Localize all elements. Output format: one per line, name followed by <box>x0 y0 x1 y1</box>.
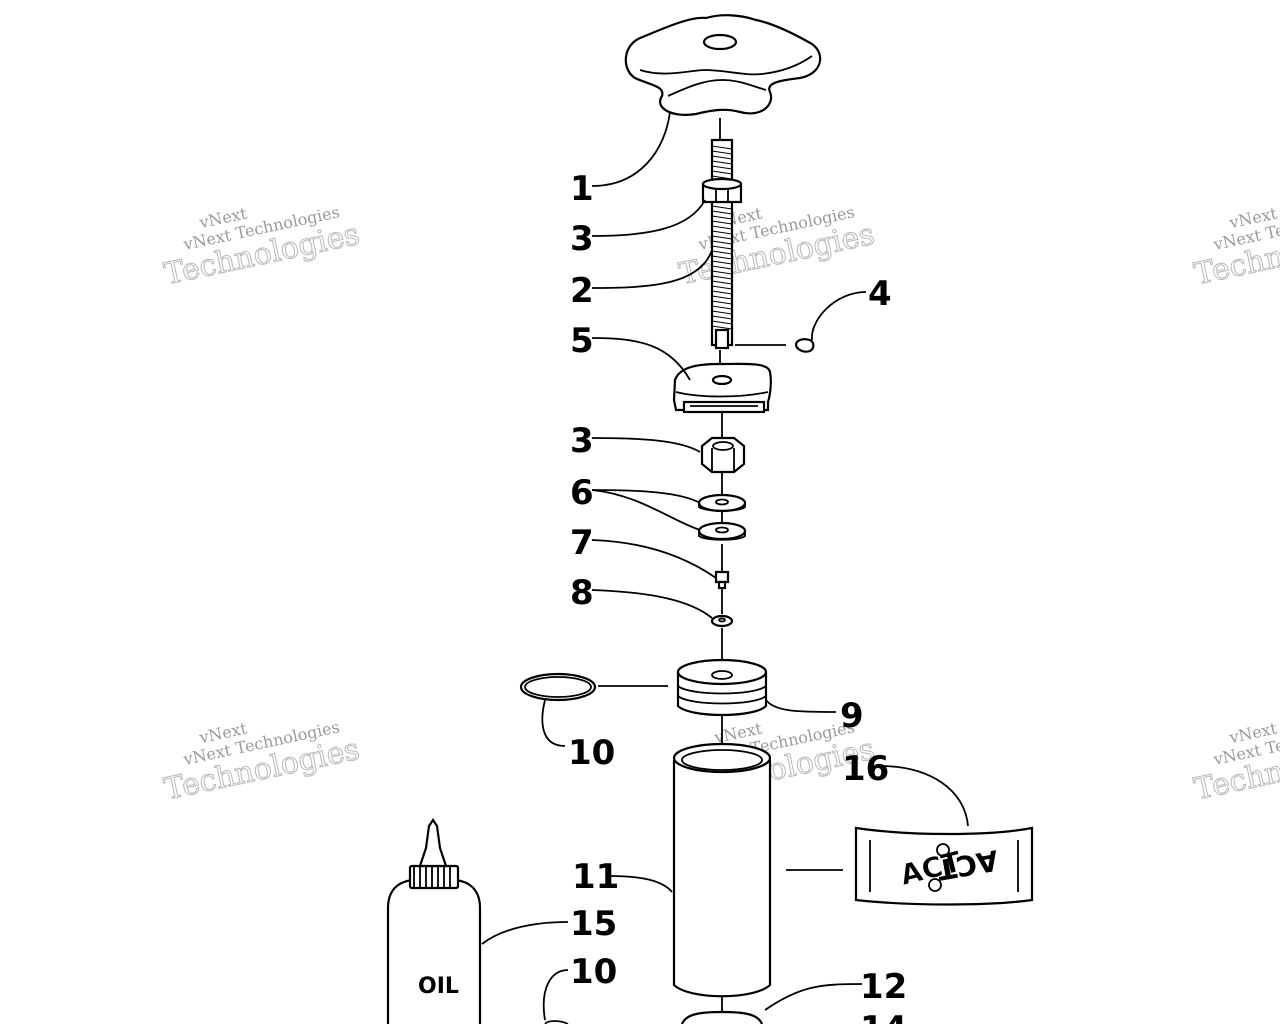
hex-nut-lower-part-3 <box>700 436 746 474</box>
callout-12: 12 <box>860 967 907 1007</box>
rod-thread-line <box>711 160 733 165</box>
callout-5: 5 <box>570 321 594 361</box>
decal-part-16: ACT ACT <box>854 826 1034 906</box>
knob-part-1 <box>624 14 822 116</box>
rod-thread-line <box>711 155 733 160</box>
o-ring-upper-part-10 <box>519 672 597 702</box>
washer-lower-part-6 <box>697 521 747 541</box>
cylinder-body-part-11 <box>672 742 772 998</box>
callout-10-upper: 10 <box>568 733 615 773</box>
oil-bottle-part-15: OIL <box>386 818 482 1024</box>
callout-9: 9 <box>840 696 864 736</box>
callout-14: 14 <box>860 1009 907 1024</box>
small-bolt-part-7 <box>714 570 730 590</box>
hex-nut-upper-part-3 <box>701 177 743 204</box>
callout-15: 15 <box>570 904 617 944</box>
rod-thread-line <box>711 220 733 225</box>
rod-thread-line <box>711 250 733 255</box>
rod-thread-line <box>711 305 733 310</box>
callout-2: 2 <box>570 271 594 311</box>
rod-thread-line <box>711 245 733 250</box>
callout-10-lower: 10 <box>570 952 617 992</box>
callout-16: 16 <box>842 749 889 789</box>
rod-thread-line <box>711 275 733 280</box>
callout-labels: 1 3 2 4 5 3 6 7 8 9 10 16 11 15 10 12 14 <box>568 169 907 1024</box>
rod-thread-line <box>711 230 733 235</box>
leader-lines <box>481 111 969 1021</box>
rod-thread-line <box>711 325 733 330</box>
oil-bottle-label: OIL <box>418 974 459 999</box>
rod-thread-line <box>711 295 733 300</box>
rod-thread-line <box>711 280 733 285</box>
rod-thread-line <box>711 210 733 215</box>
rod-thread-line <box>711 285 733 290</box>
seal-part-12 <box>680 1010 764 1024</box>
callout-6: 6 <box>570 473 594 513</box>
callout-11: 11 <box>572 857 619 897</box>
cap-part-5 <box>672 362 772 414</box>
rod-thread-line <box>711 315 733 320</box>
callout-7: 7 <box>570 523 594 563</box>
washer-upper-part-6 <box>697 493 747 513</box>
threaded-rod-part-2 <box>710 138 734 350</box>
callout-4: 4 <box>868 274 892 314</box>
rod-thread-line <box>711 300 733 305</box>
rod-thread-line <box>711 225 733 230</box>
callout-3-upper: 3 <box>570 219 594 259</box>
rod-thread-line <box>711 215 733 220</box>
rod-thread-line <box>711 145 733 150</box>
rod-thread-line <box>711 290 733 295</box>
rod-thread-line <box>711 310 733 315</box>
assembly-axis <box>719 118 723 1015</box>
callout-8: 8 <box>570 573 594 613</box>
callout-1: 1 <box>570 169 594 209</box>
rod-thread-line <box>711 150 733 155</box>
rod-thread-line <box>711 270 733 275</box>
callout-3-lower: 3 <box>570 421 594 461</box>
rod-thread-line <box>711 165 733 170</box>
e-clip-part-4 <box>794 338 815 353</box>
o-ring-lower-part-10 <box>544 1020 569 1024</box>
rod-thread-line <box>711 320 733 325</box>
rod-thread-line <box>711 260 733 265</box>
rod-thread-line <box>711 170 733 175</box>
small-washer-part-8 <box>710 614 734 628</box>
rod-thread-line <box>711 265 733 270</box>
rod-thread-line <box>711 240 733 245</box>
rod-thread-line <box>711 235 733 240</box>
rod-thread-line <box>711 255 733 260</box>
piston-part-9 <box>676 658 768 717</box>
rod-thread-line <box>711 205 733 210</box>
